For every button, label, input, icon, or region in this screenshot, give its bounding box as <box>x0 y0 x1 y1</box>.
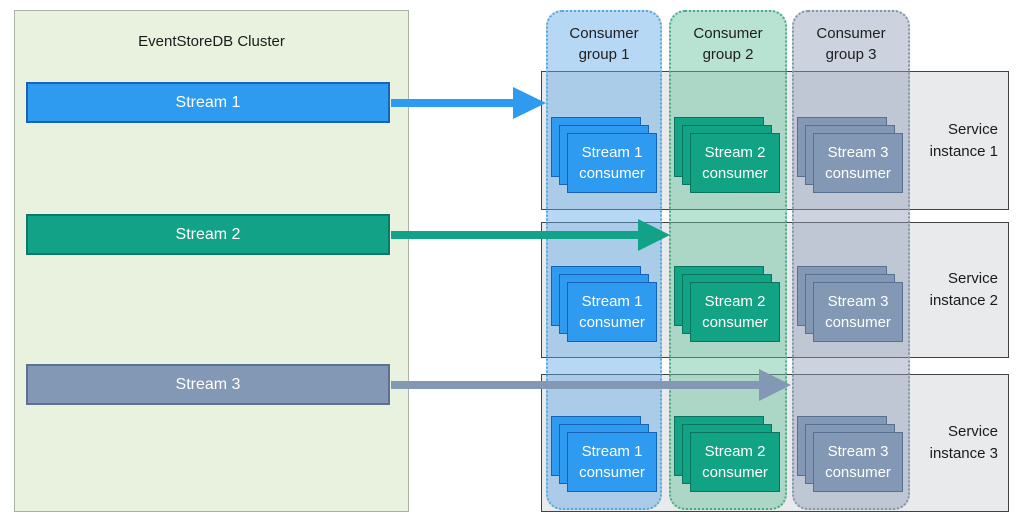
card-label-line2: consumer <box>825 165 891 182</box>
stream-3-consumer-stack-instance-2: Stream 3 consumer <box>797 266 905 344</box>
card-label-line1: Stream 2 <box>704 443 766 460</box>
arrow-stream-1-to-group-1 <box>391 87 546 119</box>
service-instance-2-label-line1: Service <box>947 270 998 287</box>
stream-2-bar: Stream 2 <box>26 214 390 255</box>
service-instance-3-label: Service instance 3 <box>930 421 998 465</box>
stream-2-consumer-card: Stream 2 consumer <box>690 432 780 492</box>
card-label-line1: Stream 2 <box>704 293 766 310</box>
stream-2-consumer-card: Stream 2 consumer <box>690 133 780 193</box>
card-label-line1: Stream 2 <box>704 144 766 161</box>
stream-1-bar: Stream 1 <box>26 82 390 123</box>
service-instance-3-label-line2: instance 3 <box>929 445 998 462</box>
consumer-group-2-label-line2: group 2 <box>702 46 754 63</box>
stream-1-consumer-card: Stream 1 consumer <box>567 432 657 492</box>
stream-2-consumer-stack-instance-1: Stream 2 consumer <box>674 117 782 195</box>
card-label-line2: consumer <box>579 314 645 331</box>
consumer-group-2-label-line1: Consumer <box>693 25 763 42</box>
stream-3-consumer-stack-instance-3: Stream 3 consumer <box>797 416 905 494</box>
stream-1-consumer-stack-instance-2: Stream 1 consumer <box>551 266 659 344</box>
stream-3-consumer-card: Stream 3 consumer <box>813 133 903 193</box>
card-label-line2: consumer <box>825 314 891 331</box>
stream-2-consumer-stack-instance-2: Stream 2 consumer <box>674 266 782 344</box>
stream-3-consumer-card: Stream 3 consumer <box>813 282 903 342</box>
card-label-line2: consumer <box>579 165 645 182</box>
card-label-line1: Stream 1 <box>581 293 643 310</box>
stream-1-consumer-card: Stream 1 consumer <box>567 133 657 193</box>
card-label-line1: Stream 3 <box>827 144 889 161</box>
service-instance-1-label-line2: instance 1 <box>929 142 998 160</box>
card-label-line2: consumer <box>702 464 768 481</box>
card-label-line1: Stream 1 <box>581 144 643 161</box>
eventstoredb-cluster-box: EventStoreDB Cluster Stream 1 Stream 2 S… <box>14 10 409 512</box>
service-instance-3-label-line1: Service <box>947 423 998 440</box>
stream-1-consumer-card: Stream 1 consumer <box>567 282 657 342</box>
service-instance-2-label: Service instance 2 <box>930 268 998 312</box>
consumer-group-1-label-line2: group 1 <box>578 46 630 63</box>
card-label-line2: consumer <box>702 165 768 182</box>
card-label-line2: consumer <box>702 314 768 331</box>
stream-2-consumer-stack-instance-3: Stream 2 consumer <box>674 416 782 494</box>
consumer-group-3-label-line2: group 3 <box>825 46 877 63</box>
service-instance-1-label-line1: Service <box>947 120 998 138</box>
service-instance-1-label: Service instance 1 <box>930 119 998 163</box>
card-label-line2: consumer <box>579 464 645 481</box>
consumer-group-3-label-line1: Consumer <box>816 25 886 42</box>
stream-1-consumer-stack-instance-1: Stream 1 consumer <box>551 117 659 195</box>
stream-3-consumer-stack-instance-1: Stream 3 consumer <box>797 117 905 195</box>
card-label-line2: consumer <box>825 464 891 481</box>
cluster-title: EventStoreDB Cluster <box>138 33 285 50</box>
stream-1-consumer-stack-instance-3: Stream 1 consumer <box>551 416 659 494</box>
service-instance-2-label-line2: instance 2 <box>929 292 998 309</box>
card-label-line1: Stream 1 <box>581 443 643 460</box>
stream-2-consumer-card: Stream 2 consumer <box>690 282 780 342</box>
consumer-group-2-label: Consumer group 2 <box>671 23 785 65</box>
card-label-line1: Stream 3 <box>827 443 889 460</box>
consumer-group-1-label: Consumer group 1 <box>548 23 660 65</box>
stream-3-bar: Stream 3 <box>26 364 390 405</box>
consumer-group-1-label-line1: Consumer <box>569 25 639 42</box>
consumer-group-3-label: Consumer group 3 <box>794 23 908 65</box>
card-label-line1: Stream 3 <box>827 293 889 310</box>
stream-3-consumer-card: Stream 3 consumer <box>813 432 903 492</box>
